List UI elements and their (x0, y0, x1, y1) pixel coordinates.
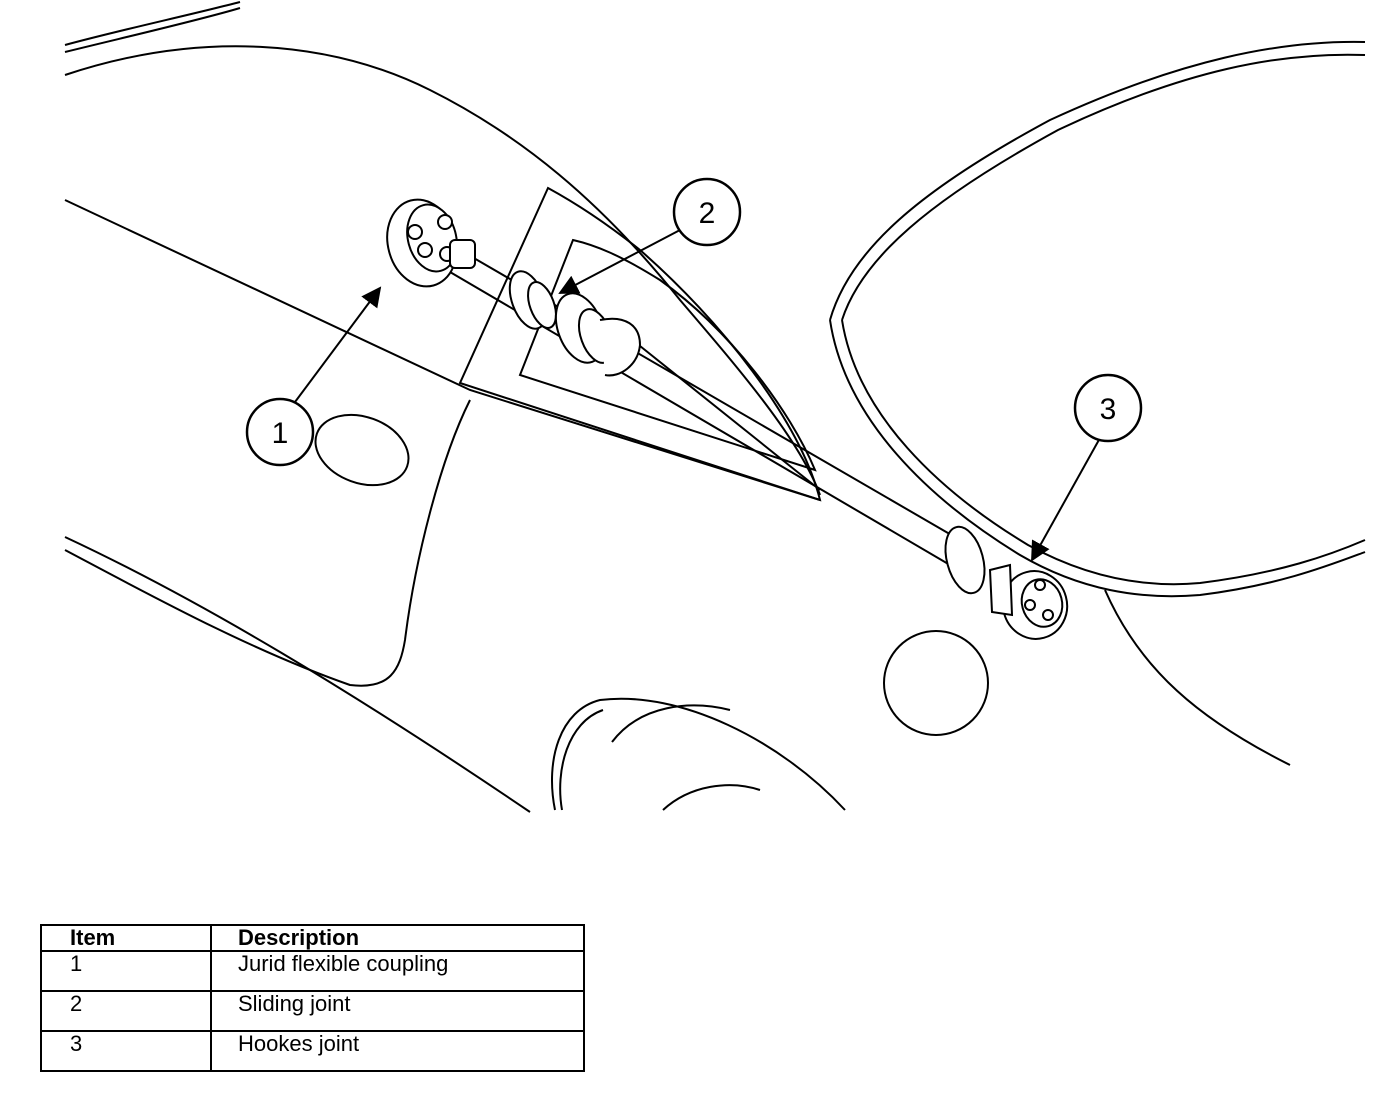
hookes-joint (944, 525, 1069, 640)
driveshaft (386, 198, 1069, 640)
callout-3-label: 3 (1100, 393, 1117, 426)
legend-item-description: Sliding joint (210, 990, 585, 1032)
legend-item-description: Hookes joint (210, 1030, 585, 1072)
callout-1-circle (245, 397, 315, 467)
callout-2-label: 2 (699, 197, 716, 230)
vehicle-body-outline (64, 1, 1366, 813)
legend-item-description: Jurid flexible coupling (210, 950, 585, 992)
legend-item-number: 2 (40, 990, 212, 1032)
legend-header-row: Item Description (40, 924, 585, 952)
callout-3: 3 (1031, 373, 1143, 562)
callout-1: 1 (245, 286, 382, 467)
callout-1-label: 1 (272, 417, 289, 450)
legend-header-description: Description (210, 924, 585, 952)
callout-2-arrow (558, 229, 681, 294)
legend-header-item: Item (40, 924, 212, 952)
legend-row: 3 Hookes joint (40, 1030, 585, 1072)
sliding-joint (508, 270, 642, 377)
callout-2-circle (672, 177, 742, 247)
legend-item-number: 3 (40, 1030, 212, 1072)
legend-row: 1 Jurid flexible coupling (40, 950, 585, 992)
legend-row: 2 Sliding joint (40, 990, 585, 1032)
legend-item-number: 1 (40, 950, 212, 992)
parts-legend-table: Item Description 1 Jurid flexible coupli… (40, 924, 585, 1072)
tunnel-recess-outline (458, 186, 822, 502)
callout-1-arrow (294, 286, 382, 403)
jurid-flexible-coupling (386, 198, 476, 288)
callout-3-circle (1073, 373, 1143, 443)
driveshaft-diagram: 1 2 3 (64, 1, 1366, 813)
callout-2: 2 (558, 177, 742, 294)
callout-3-arrow (1031, 437, 1101, 562)
